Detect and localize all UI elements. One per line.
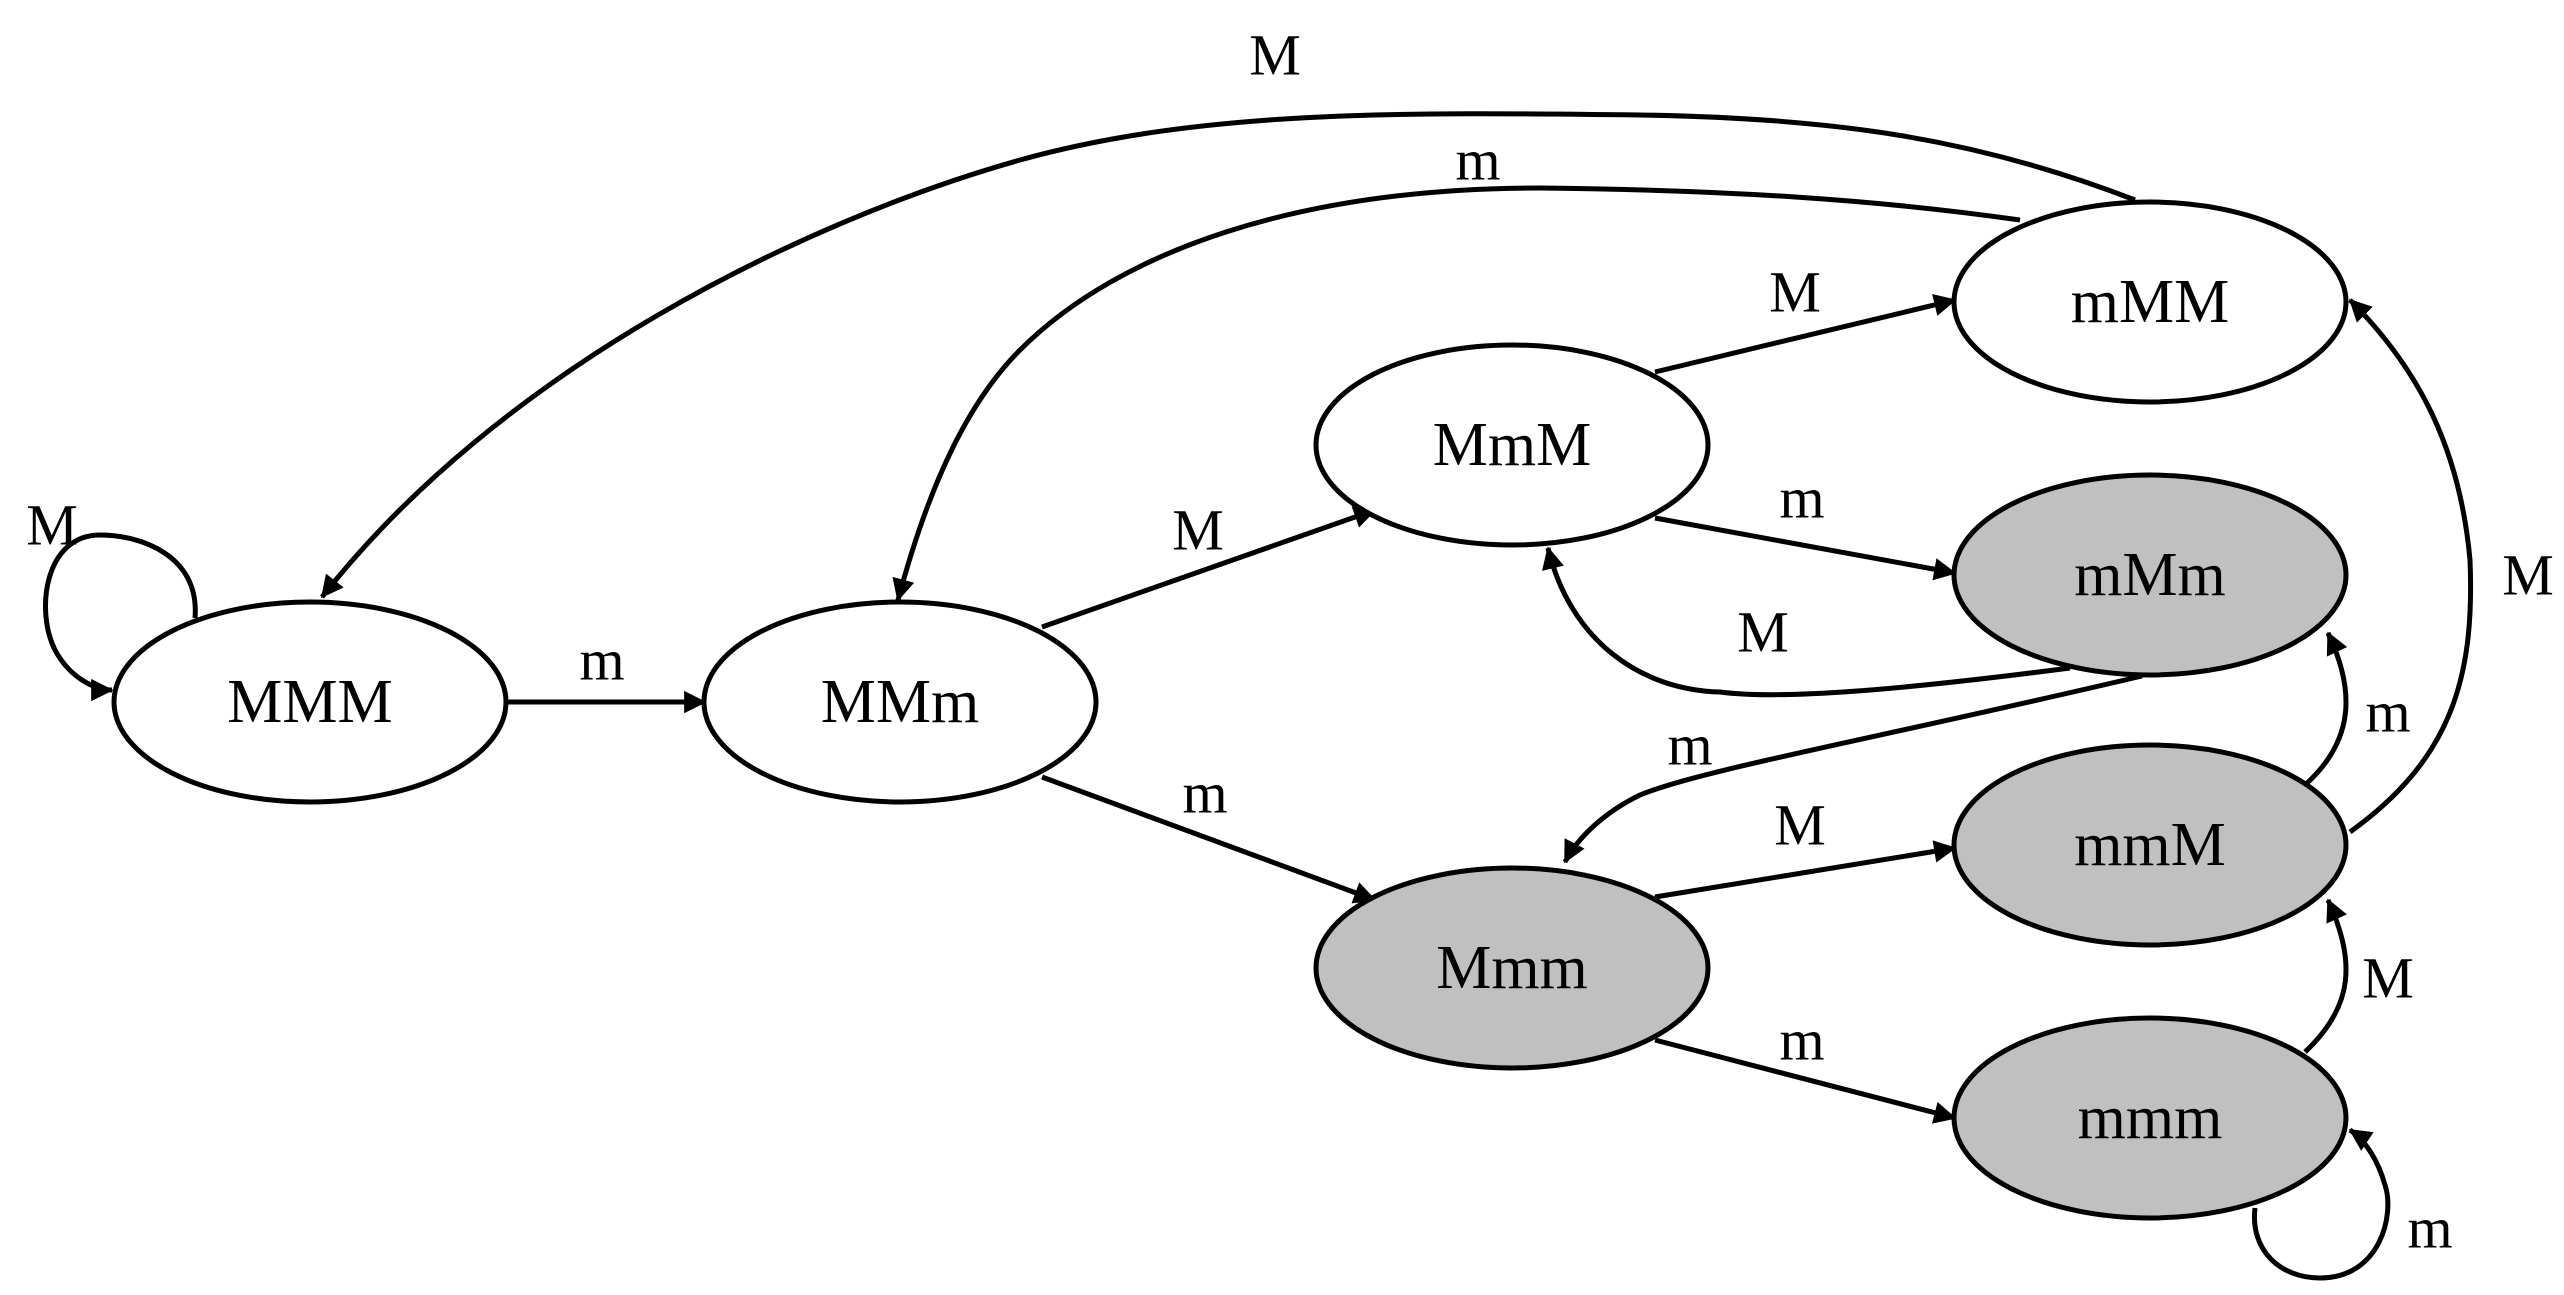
edge-mmm-mmM: M — [2303, 898, 2414, 1054]
edge-Mmm-mmM: M — [1654, 793, 1957, 900]
edge-label-MMM-MMM: M — [26, 493, 78, 558]
edge-mmm-mmm: m — [2251, 1127, 2453, 1281]
edge-label-MmM-mMm: m — [1779, 466, 1824, 531]
edge-line-Mmm-mmM — [1654, 840, 1957, 900]
node-label-mMM: mMM — [2071, 268, 2229, 336]
edge-label-Mmm-mmm: m — [1779, 1008, 1824, 1073]
edge-mMm-Mmm: m — [1562, 673, 2143, 864]
node-label-MMm: MMm — [821, 668, 979, 736]
edge-MMM-MMM: M — [26, 493, 198, 702]
node-MMM: MMM — [111, 599, 509, 805]
node-label-MmM: MmM — [1433, 411, 1591, 479]
edge-Mmm-mmm: m — [1654, 1008, 1957, 1124]
edge-label-MmM-mMM: M — [1769, 260, 1821, 325]
edge-mmM-mMm: m — [2303, 631, 2411, 787]
node-shape-MmM — [1313, 342, 1711, 548]
edge-MMM-MMm: m — [508, 628, 707, 714]
edge-label-mMm-MmM: M — [1737, 600, 1789, 665]
node-shape-MMM — [111, 599, 509, 805]
edge-MmM-mMM: M — [1654, 260, 1957, 375]
edge-line-MmM-mMM — [1654, 294, 1957, 375]
node-MmM: MmM — [1313, 342, 1711, 548]
node-label-MMM: MMM — [227, 668, 392, 736]
edge-MMm-MmM: M — [1041, 498, 1377, 630]
edge-label-MMm-Mmm: m — [1182, 761, 1227, 826]
node-mMM: mMM — [1951, 199, 2349, 405]
node-label-mMm: mMm — [2074, 541, 2226, 609]
edge-line-mmM-mMm — [2303, 631, 2349, 787]
edge-mmM-mMM: M — [2348, 298, 2554, 835]
edge-mMM-MMm: m — [892, 128, 2021, 602]
node-shape-mMm — [1951, 472, 2349, 678]
edge-line-MMm-MmM — [1041, 506, 1377, 630]
edge-label-MMm-MmM: M — [1172, 498, 1224, 563]
edge-label-MMM-MMm: m — [579, 628, 624, 693]
edge-line-mmM-mMM — [2348, 298, 2474, 835]
node-Mmm: Mmm — [1313, 865, 1711, 1071]
node-label-mmm: mmm — [2078, 1084, 2223, 1152]
edge-line-mMm-MmM — [1542, 546, 2071, 698]
edge-line-MMM-MMM — [43, 532, 198, 702]
edge-line-mMM-MMm — [892, 185, 2021, 602]
node-shape-Mmm — [1313, 865, 1711, 1071]
node-shape-mmM — [1951, 742, 2349, 948]
edge-line-mMm-Mmm — [1562, 673, 2143, 864]
edge-label-mmm-mmm: m — [2407, 1196, 2452, 1261]
edge-label-Mmm-mmM: M — [1774, 793, 1826, 858]
node-shape-mmm — [1951, 1015, 2349, 1221]
node-label-Mmm: Mmm — [1436, 934, 1588, 1002]
edge-label-mmm-mmM: M — [2362, 946, 2414, 1011]
node-mMm: mMm — [1951, 472, 2349, 678]
edge-mMm-MmM: M — [1542, 546, 2071, 698]
edge-line-Mmm-mmm — [1654, 1037, 1957, 1124]
edge-label-mmM-mMm: m — [2365, 680, 2410, 745]
edge-line-mmm-mmm — [2251, 1127, 2391, 1281]
edge-mMM-MMM: M — [320, 23, 2136, 599]
edge-label-mMm-Mmm: m — [1667, 713, 1712, 778]
edge-label-mMM-MMM: M — [1249, 23, 1301, 88]
node-mmm: mmm — [1951, 1015, 2349, 1221]
node-shape-mMM — [1951, 199, 2349, 405]
nodes: MMM MMm MmM Mmm mMM mMm mmM mmm — [111, 199, 2349, 1221]
edge-line-mMM-MMM — [320, 111, 2136, 599]
edges: M m M m M m M m — [26, 23, 2554, 1281]
edge-MmM-mMm: m — [1654, 466, 1957, 581]
node-MMm: MMm — [701, 599, 1099, 805]
edge-label-mmM-mMM: M — [2502, 543, 2554, 608]
edge-MMm-Mmm: m — [1041, 761, 1377, 904]
edge-line-MmM-mMm — [1654, 515, 1957, 581]
node-label-mmM: mmM — [2074, 811, 2226, 879]
edge-line-mmm-mmM — [2303, 898, 2349, 1054]
node-mmM: mmM — [1951, 742, 2349, 948]
node-shape-MMm — [701, 599, 1099, 805]
edge-label-mMM-MMm: m — [1455, 128, 1500, 193]
edge-line-MMm-Mmm — [1041, 774, 1377, 904]
